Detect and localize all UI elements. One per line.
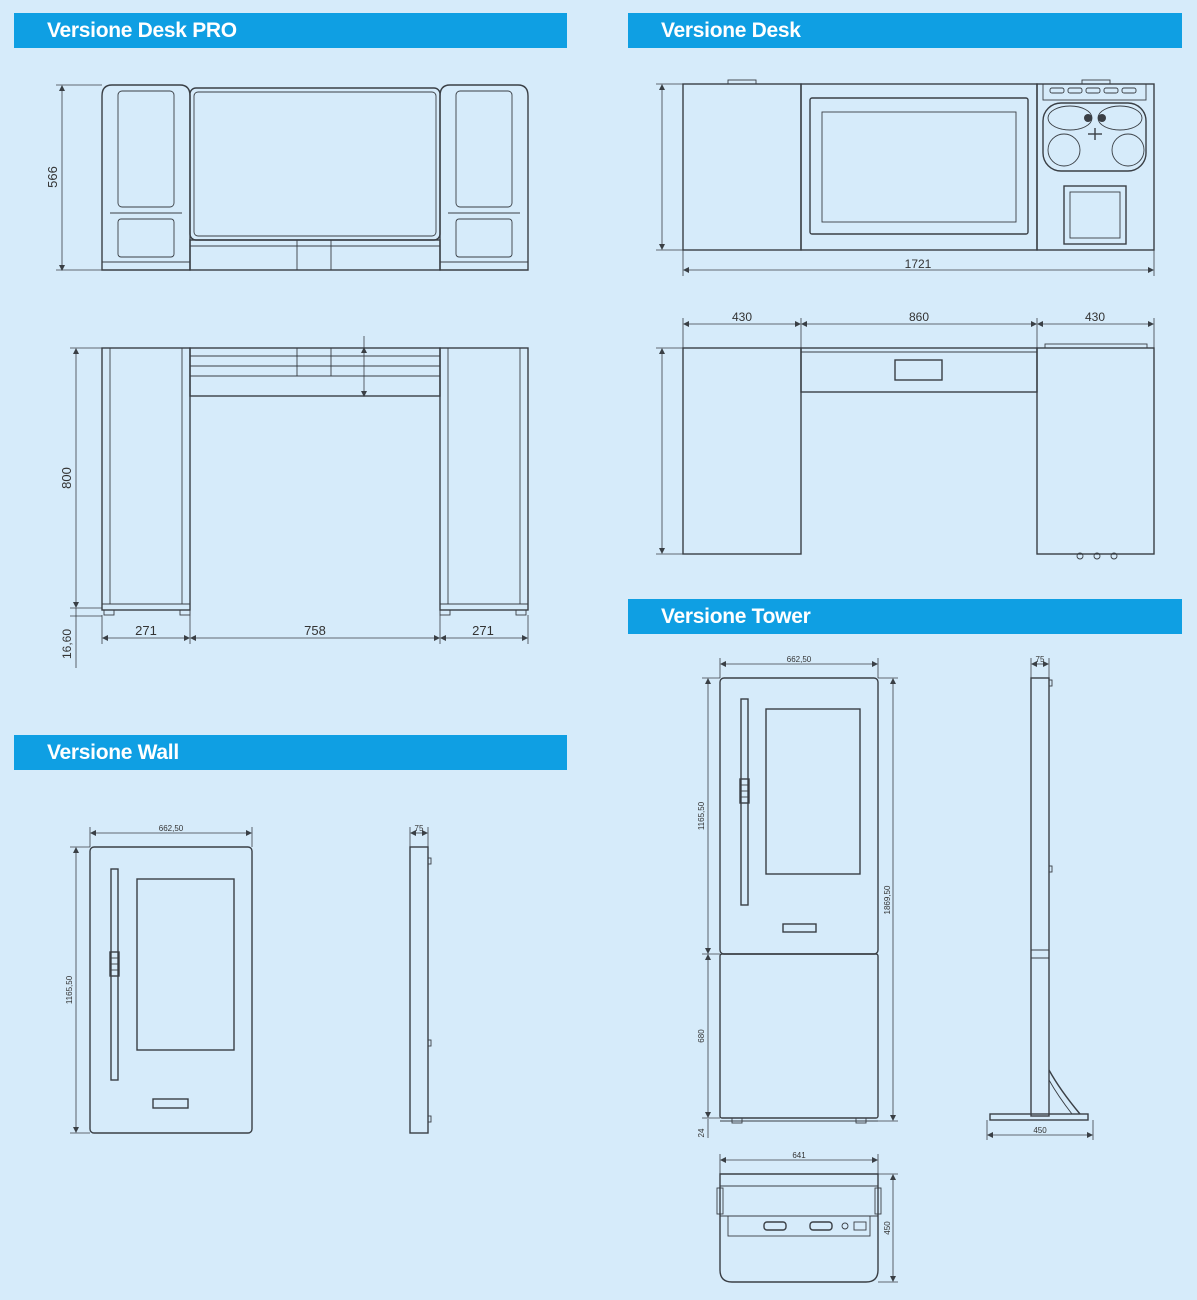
section-title-tower: Versione Tower	[628, 599, 1182, 634]
dim-tower-base-depth: 450	[1033, 1126, 1047, 1135]
dim-desk-pro-foot-height: 16,60	[60, 629, 74, 659]
dim-desk-center-width: 860	[909, 310, 929, 324]
desk-side-view	[656, 318, 1155, 560]
desk-front-view	[656, 79, 1155, 276]
dim-wall-height: 1165,50	[65, 975, 74, 1004]
dim-desk-right-width: 430	[1085, 310, 1105, 324]
dim-desk-total-width: 1721	[905, 257, 932, 271]
dim-tower-depth: 75	[1036, 655, 1045, 664]
dim-desk-pro-side-height: 800	[59, 467, 74, 489]
section-title-wall: Versione Wall	[14, 735, 567, 770]
dim-tower-upper-height: 1165,50	[697, 801, 706, 830]
dim-tower-foot-height: 24	[697, 1128, 706, 1137]
tower-top-view	[716, 1154, 898, 1283]
tower-front-view	[702, 658, 898, 1138]
dim-desk-pro-center-width: 758	[304, 623, 326, 638]
dim-desk-left-width: 430	[732, 310, 752, 324]
section-title-desk-pro: Versione Desk PRO	[14, 13, 567, 48]
dim-tower-width: 662,50	[787, 655, 812, 664]
dim-desk-pro-front-height: 566	[45, 166, 60, 188]
dim-tower-lower-height: 680	[697, 1029, 706, 1043]
dim-tower-total-height: 1869,50	[883, 885, 892, 914]
dim-tower-top-depth: 450	[883, 1221, 892, 1235]
dim-tower-top-width: 641	[792, 1151, 806, 1160]
wall-front-view	[70, 827, 253, 1134]
dim-wall-width: 662,50	[159, 824, 184, 833]
dim-wall-depth: 75	[415, 824, 424, 833]
dim-desk-pro-right-width: 271	[472, 623, 494, 638]
section-title-desk: Versione Desk	[628, 13, 1182, 48]
desk-pro-side-view	[70, 336, 529, 668]
wall-side-view	[409, 827, 432, 1134]
dim-desk-pro-left-width: 271	[135, 623, 157, 638]
desk-pro-front-view	[56, 84, 529, 271]
tower-side-view	[986, 658, 1094, 1140]
